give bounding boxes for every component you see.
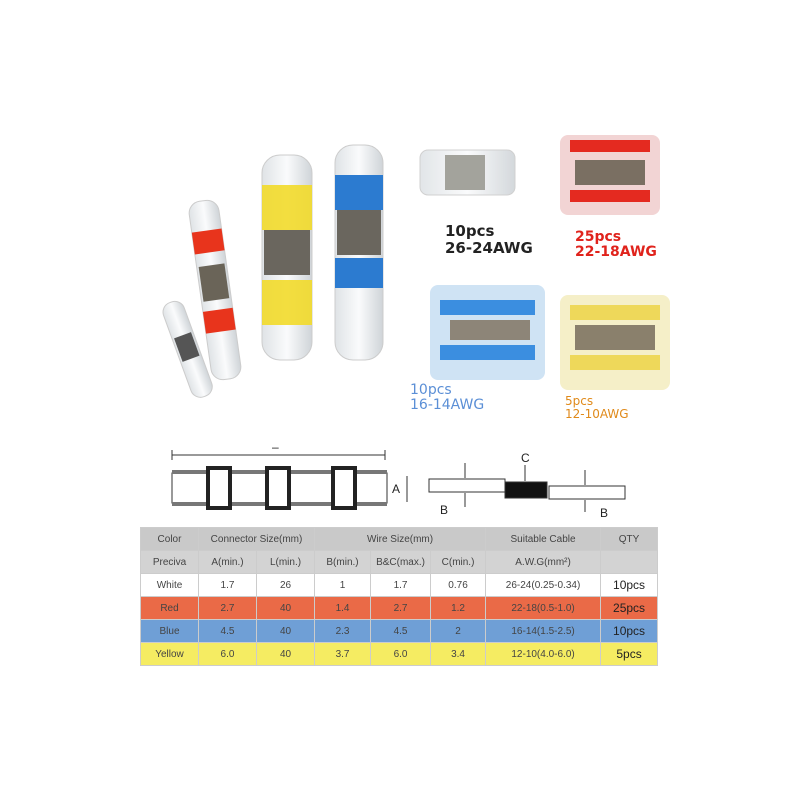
cell-awg: 16-14(1.5-2.5)	[485, 619, 602, 643]
blue-connector	[334, 144, 384, 361]
header-connector-size: Connector Size(mm)	[197, 527, 316, 551]
cell-color: Blue	[140, 619, 199, 643]
cell-qty: 10pcs	[600, 619, 659, 643]
subheader-b: B(min.)	[314, 550, 372, 574]
pack-gauge: 26-24AWG	[445, 238, 533, 257]
b-label-left: B	[440, 503, 449, 517]
white-pack	[419, 149, 516, 196]
wire-dimension-diagram	[428, 463, 626, 512]
cell-awg: 26-24(0.25-0.34)	[485, 573, 602, 597]
subheader-l: L(min.)	[255, 550, 316, 574]
cell-bc: 1.7	[370, 573, 432, 597]
cell-c: 0.76	[430, 573, 487, 597]
header-suitable-cable: Suitable Cable	[485, 527, 602, 551]
subheader-c: C(min.)	[430, 550, 487, 574]
cell-l: 40	[255, 596, 316, 620]
pack-count: 5pcs	[565, 394, 594, 408]
pack-label-yellow: 5pcs 12-10AWG	[565, 394, 629, 422]
header-qty: QTY	[600, 527, 659, 551]
connector-dimension-diagram	[171, 450, 408, 510]
yellow-pack	[560, 295, 670, 390]
cell-awg: 22-18(0.5-1.0)	[485, 596, 602, 620]
pack-gauge: 22-18AWG	[575, 244, 657, 261]
white-connector	[162, 300, 213, 398]
cell-color: Red	[140, 596, 199, 620]
pack-count: 10pcs	[445, 222, 495, 240]
cell-bc: 6.0	[370, 642, 432, 666]
a-label: A	[392, 482, 401, 496]
cell-b: 3.7	[314, 642, 372, 666]
subheader-bc: B&C(max.)	[370, 550, 432, 574]
cell-bc: 2.7	[370, 596, 432, 620]
pack-gauge: 12-10AWG	[565, 407, 629, 422]
red-pack	[560, 135, 660, 215]
spec-table: Color Connector Size(mm) Wire Size(mm) S…	[140, 527, 659, 666]
length-label: –	[272, 440, 279, 454]
pack-count: 10pcs	[410, 382, 452, 398]
yellow-connector	[261, 154, 313, 361]
cell-b: 1	[314, 573, 372, 597]
cell-l: 40	[255, 642, 316, 666]
cell-a: 6.0	[198, 642, 257, 666]
cell-c: 1.2	[430, 596, 487, 620]
blue-pack	[430, 285, 545, 380]
table-subheader-row: Preciva A(min.) L(min.) B(min.) B&C(max.…	[140, 550, 659, 574]
cell-qty: 5pcs	[600, 642, 659, 666]
cell-a: 1.7	[198, 573, 257, 597]
cell-qty: 25pcs	[600, 596, 659, 620]
subheader-a: A(min.)	[198, 550, 257, 574]
header-color: Color	[140, 527, 199, 551]
cell-color: White	[140, 573, 199, 597]
connector-photos	[162, 135, 670, 512]
subheader-awg: A.W.G(mm²)	[485, 550, 602, 574]
pack-label-white: 10pcs 26-24AWG	[445, 223, 533, 256]
cell-l: 26	[255, 573, 316, 597]
cell-qty: 10pcs	[600, 573, 659, 597]
cell-l: 40	[255, 619, 316, 643]
table-header-row: Color Connector Size(mm) Wire Size(mm) S…	[140, 527, 659, 551]
c-label: C	[521, 451, 530, 465]
cell-c: 2	[430, 619, 487, 643]
red-connector	[188, 199, 242, 381]
pack-count: 25pcs	[575, 229, 622, 245]
cell-b: 1.4	[314, 596, 372, 620]
cell-a: 2.7	[198, 596, 257, 620]
cell-b: 2.3	[314, 619, 372, 643]
b-label-right: B	[600, 506, 609, 520]
cell-bc: 4.5	[370, 619, 432, 643]
subheader-empty	[600, 550, 659, 574]
pack-gauge: 16-14AWG	[410, 397, 485, 414]
subheader-brand: Preciva	[140, 550, 199, 574]
cell-color: Yellow	[140, 642, 199, 666]
header-wire-size: Wire Size(mm)	[314, 527, 487, 551]
pack-label-blue: 10pcs 16-14AWG	[410, 382, 485, 414]
pack-label-red: 25pcs 22-18AWG	[575, 229, 657, 261]
cell-awg: 12-10(4.0-6.0)	[485, 642, 602, 666]
cell-c: 3.4	[430, 642, 487, 666]
cell-a: 4.5	[198, 619, 257, 643]
